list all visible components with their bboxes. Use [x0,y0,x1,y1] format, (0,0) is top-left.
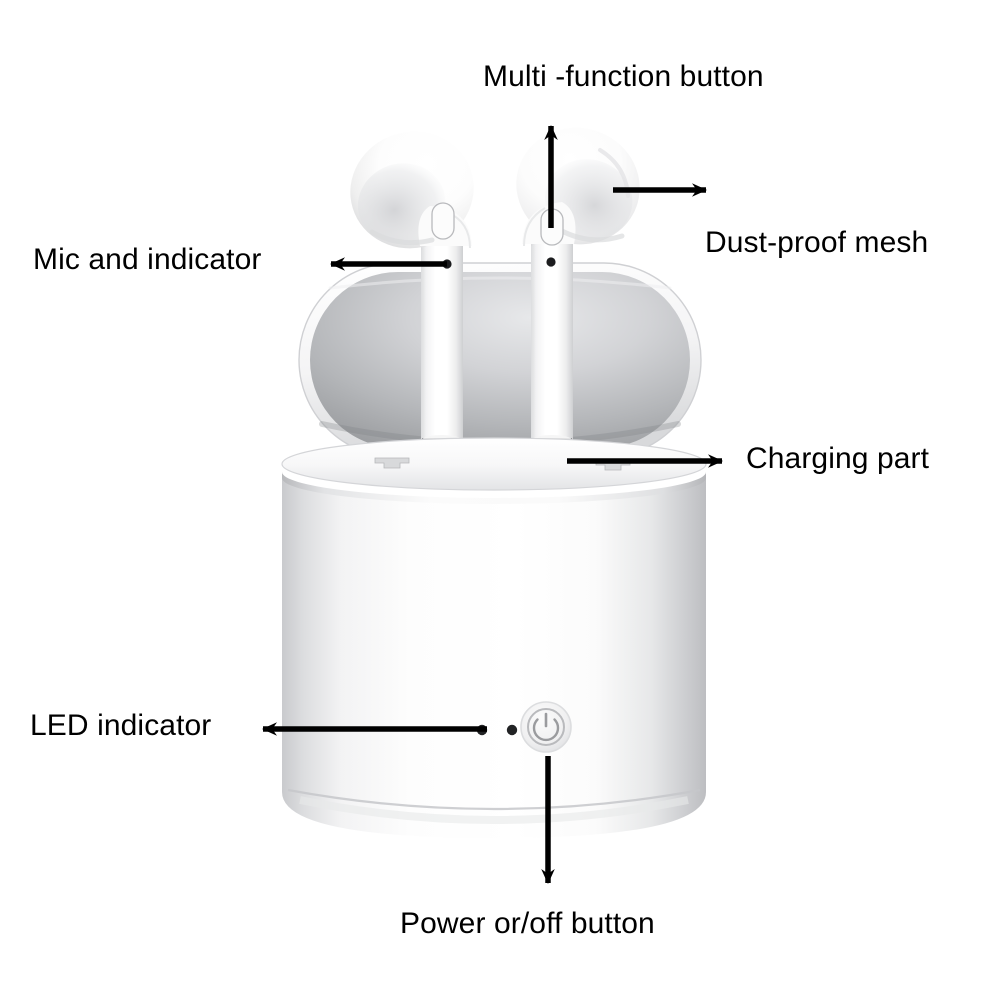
label-multifunction-button: Multi -function button [483,60,764,93]
left-multifunction-button[interactable] [431,202,455,240]
case-body-shell [282,478,706,838]
case-bottom-edge [287,788,701,811]
case-lid-interior [310,272,690,448]
callout-arrows [261,124,724,885]
case-bottom-shadow [299,796,689,824]
right-earbud-stem [531,232,573,466]
left-earbud-underside-shade [369,229,435,246]
label-led-indicator: LED indicator [30,709,212,742]
case-body [281,437,707,838]
label-charging-part: Charging part [746,442,930,475]
right-neck-crease [523,207,546,247]
left-earbud-stem [421,236,463,466]
led-indicator-dot-2 [506,724,518,736]
power-symbol-arc [532,718,560,742]
right-earbud [516,127,640,466]
case-lid-highlight [328,276,672,290]
case-slot-left [374,457,410,469]
power-button[interactable] [520,701,572,753]
power-button-ring [527,708,565,746]
label-power-button: Power or/off button [400,907,655,940]
right-earbud-mic-hole [546,257,556,267]
label-dust-proof-mesh: Dust-proof mesh [705,226,929,259]
right-earbud-underside-shade [557,227,625,243]
left-earbud [350,131,474,466]
case-lid [298,262,702,458]
label-mic-and-indicator: Mic and indicator [33,243,262,276]
case-top-face [281,437,707,491]
